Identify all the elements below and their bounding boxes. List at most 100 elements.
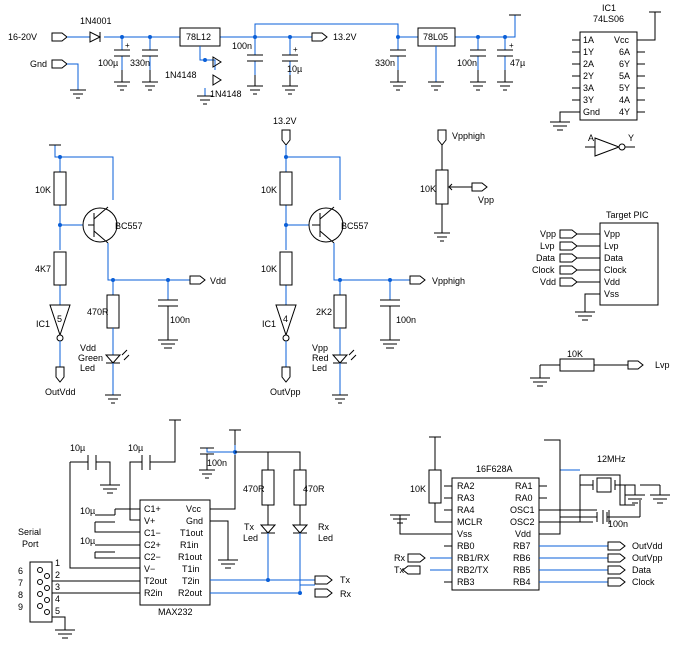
svg-text:6Y: 6Y (619, 59, 630, 69)
pic-rx-label: Rx (394, 553, 405, 563)
pic-tx-label: Tx (394, 565, 404, 575)
ground-icon (70, 89, 86, 99)
svg-text:RB2/TX: RB2/TX (457, 565, 489, 575)
out-data: Data (632, 565, 651, 575)
svg-text:470R: 470R (243, 484, 265, 494)
target-pic-title: Target PIC (606, 210, 649, 220)
cap-100n-b (380, 299, 400, 349)
red-led (331, 354, 349, 364)
svg-text:RB7: RB7 (513, 541, 531, 551)
svg-text:RB0: RB0 (457, 541, 475, 551)
ground-icon (247, 75, 298, 95)
svg-text:Gnd: Gnd (583, 107, 600, 117)
reg-78l05-label: 78L05 (423, 32, 448, 42)
ground-icon (390, 70, 406, 91)
vdd-stage: 10K 4K7 BC557 Vdd 470R 100n 5 IC1 Vdd Gr… (35, 144, 226, 404)
reg-78l12-label: 78L12 (186, 32, 211, 42)
svg-text:T1out: T1out (180, 528, 204, 538)
cap-100n-b-label: 100n (457, 58, 477, 68)
svg-text:RB5: RB5 (513, 565, 531, 575)
vpphigh-out-connector (409, 275, 426, 285)
svg-text:Data: Data (604, 253, 623, 263)
cap-330n-label: 330n (130, 58, 150, 68)
cap-100n-label: 100n (170, 315, 190, 325)
svg-text:Rx: Rx (318, 522, 329, 532)
svg-text:C2−: C2− (144, 552, 161, 562)
svg-text:Gnd: Gnd (186, 516, 203, 526)
vdd-out-connector (189, 275, 206, 285)
power-supply: 16-20V Gnd 1N4001 + 100µ 330n 78L12 1N41… (8, 14, 525, 105)
ic1-part: 74LS06 (593, 14, 624, 24)
crystal-label: 12MHz (597, 454, 626, 464)
svg-text:4Y: 4Y (619, 107, 630, 117)
svg-text:RB4: RB4 (513, 577, 531, 587)
svg-text:V−: V− (144, 564, 155, 574)
svg-text:Tx: Tx (244, 522, 254, 532)
gate-4 (275, 304, 297, 337)
svg-text:6: 6 (18, 566, 23, 576)
transistor-bc557 (82, 207, 118, 243)
svg-text:T1in: T1in (182, 564, 200, 574)
gnd-connector (51, 59, 68, 69)
lvp-label: Lvp (655, 360, 670, 370)
pic-part-label: 16F628A (476, 464, 513, 474)
svg-text:10µ: 10µ (80, 536, 95, 546)
svg-text:Led: Led (243, 533, 258, 543)
pic-cap-label: 100n (608, 519, 628, 529)
cap-100u (114, 49, 130, 57)
pot-10k (435, 169, 449, 205)
svg-text:10µ: 10µ (80, 506, 95, 516)
svg-text:RB6: RB6 (513, 553, 531, 563)
gate-out-label: Y (628, 133, 634, 143)
svg-text:+: + (125, 41, 130, 50)
svg-text:10µ: 10µ (70, 443, 85, 453)
svg-text:1: 1 (55, 558, 60, 568)
svg-text:T2in: T2in (182, 576, 200, 586)
svg-text:OSC2: OSC2 (510, 517, 535, 527)
vpphigh-out-label: Vpphigh (432, 276, 465, 286)
pot-value-label: 10K (420, 184, 436, 194)
ground-icon (105, 394, 121, 404)
transistor-bc557-b (308, 207, 344, 243)
target-pic: Target PIC Vpp Lvp Data Clock Vdd Vss Vp… (532, 210, 659, 321)
svg-text:T2out: T2out (144, 576, 168, 586)
gate-symbol (594, 137, 621, 157)
svg-text:4: 4 (55, 594, 60, 604)
svg-text:R1in: R1in (180, 540, 199, 550)
cap-100n-b-label: 100n (396, 315, 416, 325)
max-tx-label: Tx (340, 575, 350, 585)
svg-text:OSC1: OSC1 (510, 505, 535, 515)
res-470r-label: 470R (87, 307, 109, 317)
gate-5-num: 5 (57, 314, 62, 324)
vpp-top-connector (281, 129, 291, 146)
svg-text:10µ: 10µ (128, 443, 143, 453)
pot-top-label: Vpphigh (452, 131, 485, 141)
res-10k-mclr (428, 469, 442, 504)
cap-330n-b-label: 330n (375, 58, 395, 68)
cap-47u-label: 47µ (510, 58, 525, 68)
res-470r (106, 294, 120, 329)
cap-10u-a (70, 455, 120, 494)
svg-text:470R: 470R (303, 484, 325, 494)
ground-icon (332, 394, 348, 404)
serial-title-2: Port (22, 539, 39, 549)
ground-icon (470, 70, 513, 91)
svg-text:Vss: Vss (604, 289, 620, 299)
ic1-ref: IC1 (602, 3, 616, 13)
svg-text:Vss: Vss (457, 529, 473, 539)
vpp-led-label-1: Vpp (312, 343, 328, 353)
potentiometer: Vpphigh 10K Vpp (420, 129, 494, 242)
svg-text:5Y: 5Y (619, 83, 630, 93)
vpp-stage: 13.2V 10K 10K BC557 Vpphigh 2K2 100n 4 I… (261, 116, 465, 404)
pic16f628a-section: 16F628A RA2 RA3 RA4 MCLR Vss RB0 RB1/RX … (390, 436, 670, 591)
vcc-wire (637, 11, 661, 41)
res-10k-lvp (559, 358, 595, 372)
svg-text:5A: 5A (619, 71, 630, 81)
svg-text:2A: 2A (583, 59, 594, 69)
svg-text:3A: 3A (583, 83, 594, 93)
max232-label: MAX232 (158, 607, 193, 617)
ic1-gate5-ref: IC1 (36, 319, 50, 329)
outvpp-label: OutVpp (270, 387, 301, 397)
res-10k (53, 171, 67, 206)
svg-text:RA1: RA1 (515, 481, 533, 491)
